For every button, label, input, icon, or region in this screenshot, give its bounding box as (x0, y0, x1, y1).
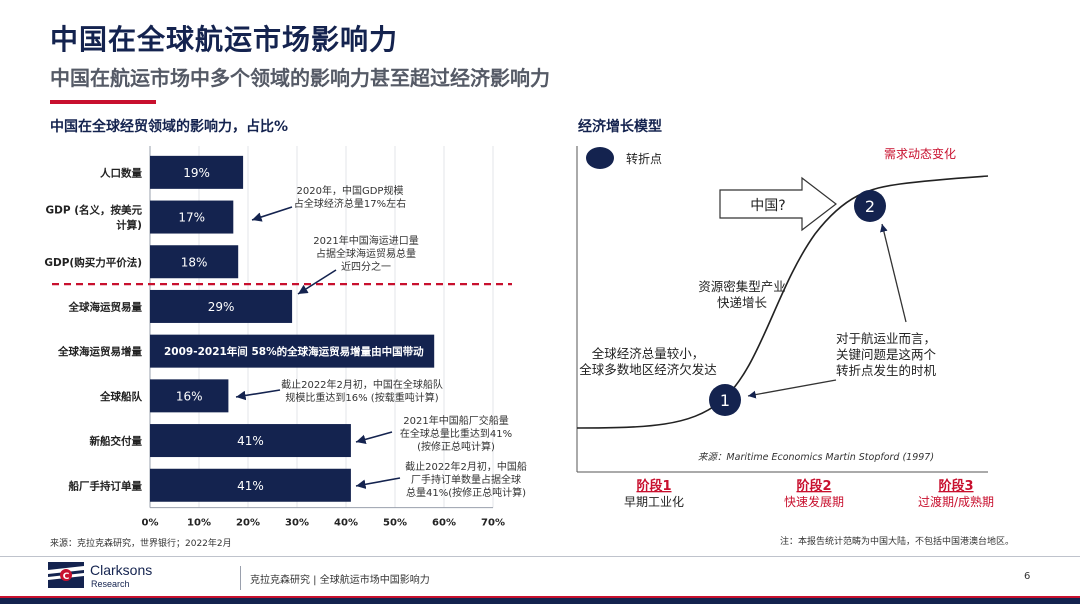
category-label: GDP(购买力平价法) (44, 256, 142, 269)
category-label: 全球海运贸易增量 (57, 345, 142, 358)
china-block-arrow (719, 176, 837, 232)
footer-divider (0, 556, 1080, 557)
x-tick-label: 40% (334, 518, 358, 529)
footer-separator (240, 566, 241, 590)
x-tick-label: 60% (432, 518, 456, 529)
logo-name: Clarksons (90, 562, 153, 578)
svg-text:C: C (63, 572, 70, 582)
category-label: 船厂手持订单量 (69, 479, 143, 492)
annotation-arrow (297, 269, 337, 295)
footer-doc-title: 克拉克森研究 | 全球航运市场中国影响力 (250, 575, 430, 586)
category-label: 全球船队 (99, 390, 142, 403)
stage-description: 快速发展期 (784, 494, 844, 509)
point2-arrow (880, 223, 907, 323)
category-label: 全球海运贸易量 (68, 300, 143, 313)
page-number: 6 (1024, 571, 1031, 582)
china-arrow-label: 中国? (750, 198, 785, 214)
stage-description: 早期工业化 (624, 495, 684, 509)
scope-note: 注：本报告统计范畴为中国大陆，不包括中国港澳台地区。 (780, 537, 1015, 547)
annotation-arrow (235, 389, 281, 401)
shipping-label: 对于航运业而言， (836, 331, 936, 346)
category-label: 计算) (116, 219, 142, 232)
shipping-label: 转折点发生的时机 (836, 363, 937, 378)
annotation-text: 在全球总量比重达到41% (400, 427, 512, 440)
footer-band (0, 598, 1080, 604)
legend-label: 转折点 (626, 151, 662, 166)
bar-value-label: 41% (237, 434, 264, 448)
annotation-text: 截止2022年2月初，中国在全球船队 (281, 378, 443, 391)
annotation-text: 占据全球海运贸易总量 (316, 247, 416, 260)
annotation-arrow (251, 206, 293, 222)
annotation-arrow (355, 477, 401, 490)
stage-name: 阶段1 (636, 478, 671, 494)
turning-point-marker (709, 384, 741, 416)
bar-value-label: 29% (208, 300, 235, 314)
bar-value-label: 18% (181, 255, 208, 269)
bar (150, 289, 293, 323)
page-subtitle: 中国在航运市场中多个领域的影响力甚至超过经济影响力 (50, 66, 550, 90)
bar (150, 155, 244, 189)
x-tick-label: 50% (383, 518, 407, 529)
turning-point-label: 2 (865, 197, 875, 216)
x-tick-label: 30% (285, 518, 309, 529)
bar-value-label: 16% (176, 389, 203, 403)
footer-accent-stripe (0, 596, 1080, 598)
page-title: 中国在全球航运市场影响力 (50, 23, 399, 56)
annotation-arrow (355, 431, 393, 445)
annotation-text: (按修正总吨计算) (417, 440, 495, 453)
annotation-text: 2021年中国海运进口量 (313, 234, 418, 247)
x-tick-label: 70% (481, 518, 505, 529)
growth-s-curve (576, 175, 989, 429)
right-panel-heading: 经济增长模型 (578, 119, 662, 135)
share-bar-chart: 0% 10% 20% 30% 40% 50% 60% 70% 19% 人口数量 17% GDP (名义… (44, 146, 527, 529)
annotation-text: 厂手持订单数量占据全球 (411, 473, 521, 486)
annotation-text: 规模比重达到16% (按载重吨计算) (285, 391, 438, 404)
early-stage-label: 全球经济总量较小， (592, 346, 705, 361)
title-accent-line (50, 100, 156, 104)
bar-value-label: 2009-2021年间 58%的全球海运贸易增量由中国带动 (164, 345, 424, 358)
early-stage-label: 全球多数地区经济欠发达 (579, 362, 717, 377)
bar-value-label: 19% (183, 166, 210, 180)
bar (150, 424, 351, 458)
growth-label: 资源密集型产业 (698, 279, 786, 294)
x-tick-label: 0% (142, 518, 159, 529)
annotation-text: 截止2022年2月初，中国船 (405, 460, 527, 473)
turning-point-marker (854, 190, 886, 222)
x-tick-label: 20% (236, 518, 260, 529)
bar (150, 379, 229, 413)
left-panel-heading: 中国在全球经贸领域的影响力，占比% (50, 119, 289, 135)
annotation-text: 近四分之一 (341, 260, 391, 273)
stage-name: 阶段3 (938, 478, 973, 494)
bar (150, 468, 351, 502)
stage-name: 阶段2 (796, 478, 831, 494)
growth-label: 快递增长 (717, 295, 768, 310)
annotation-text: 2020年，中国GDP规模 (297, 184, 404, 197)
annotation-text: 2021年中国船厂交船量 (403, 414, 508, 427)
bar-value-label: 41% (237, 479, 264, 493)
shipping-label: 关键问题是这两个 (836, 347, 937, 362)
bar (150, 245, 239, 279)
clarksons-logo-icon: C (48, 562, 84, 588)
annotation-text: 总量41%(按修正总吨计算) (406, 486, 526, 499)
category-label: 新船交付量 (90, 435, 143, 448)
annotation-text: 占全球经济总量17%左右 (294, 197, 406, 210)
x-tick-label: 10% (187, 518, 211, 529)
bar-value-label: 17% (178, 211, 205, 225)
category-label: GDP (名义，按美元 (46, 204, 143, 217)
demand-label: 需求动态变化 (884, 146, 956, 161)
source-note: 来源：克拉克森研究，世界银行；2022年2月 (50, 539, 232, 549)
stage-description: 过渡期/成熟期 (918, 494, 994, 509)
logo-subtitle: Research (91, 579, 130, 589)
model-source: 来源：Maritime Economics Martin Stopford (1… (698, 452, 934, 463)
bar (150, 334, 435, 368)
point1-arrow (747, 379, 837, 399)
category-label: 人口数量 (100, 166, 142, 179)
bar (150, 200, 234, 234)
legend-marker (586, 147, 614, 169)
turning-point-label: 1 (720, 391, 730, 410)
